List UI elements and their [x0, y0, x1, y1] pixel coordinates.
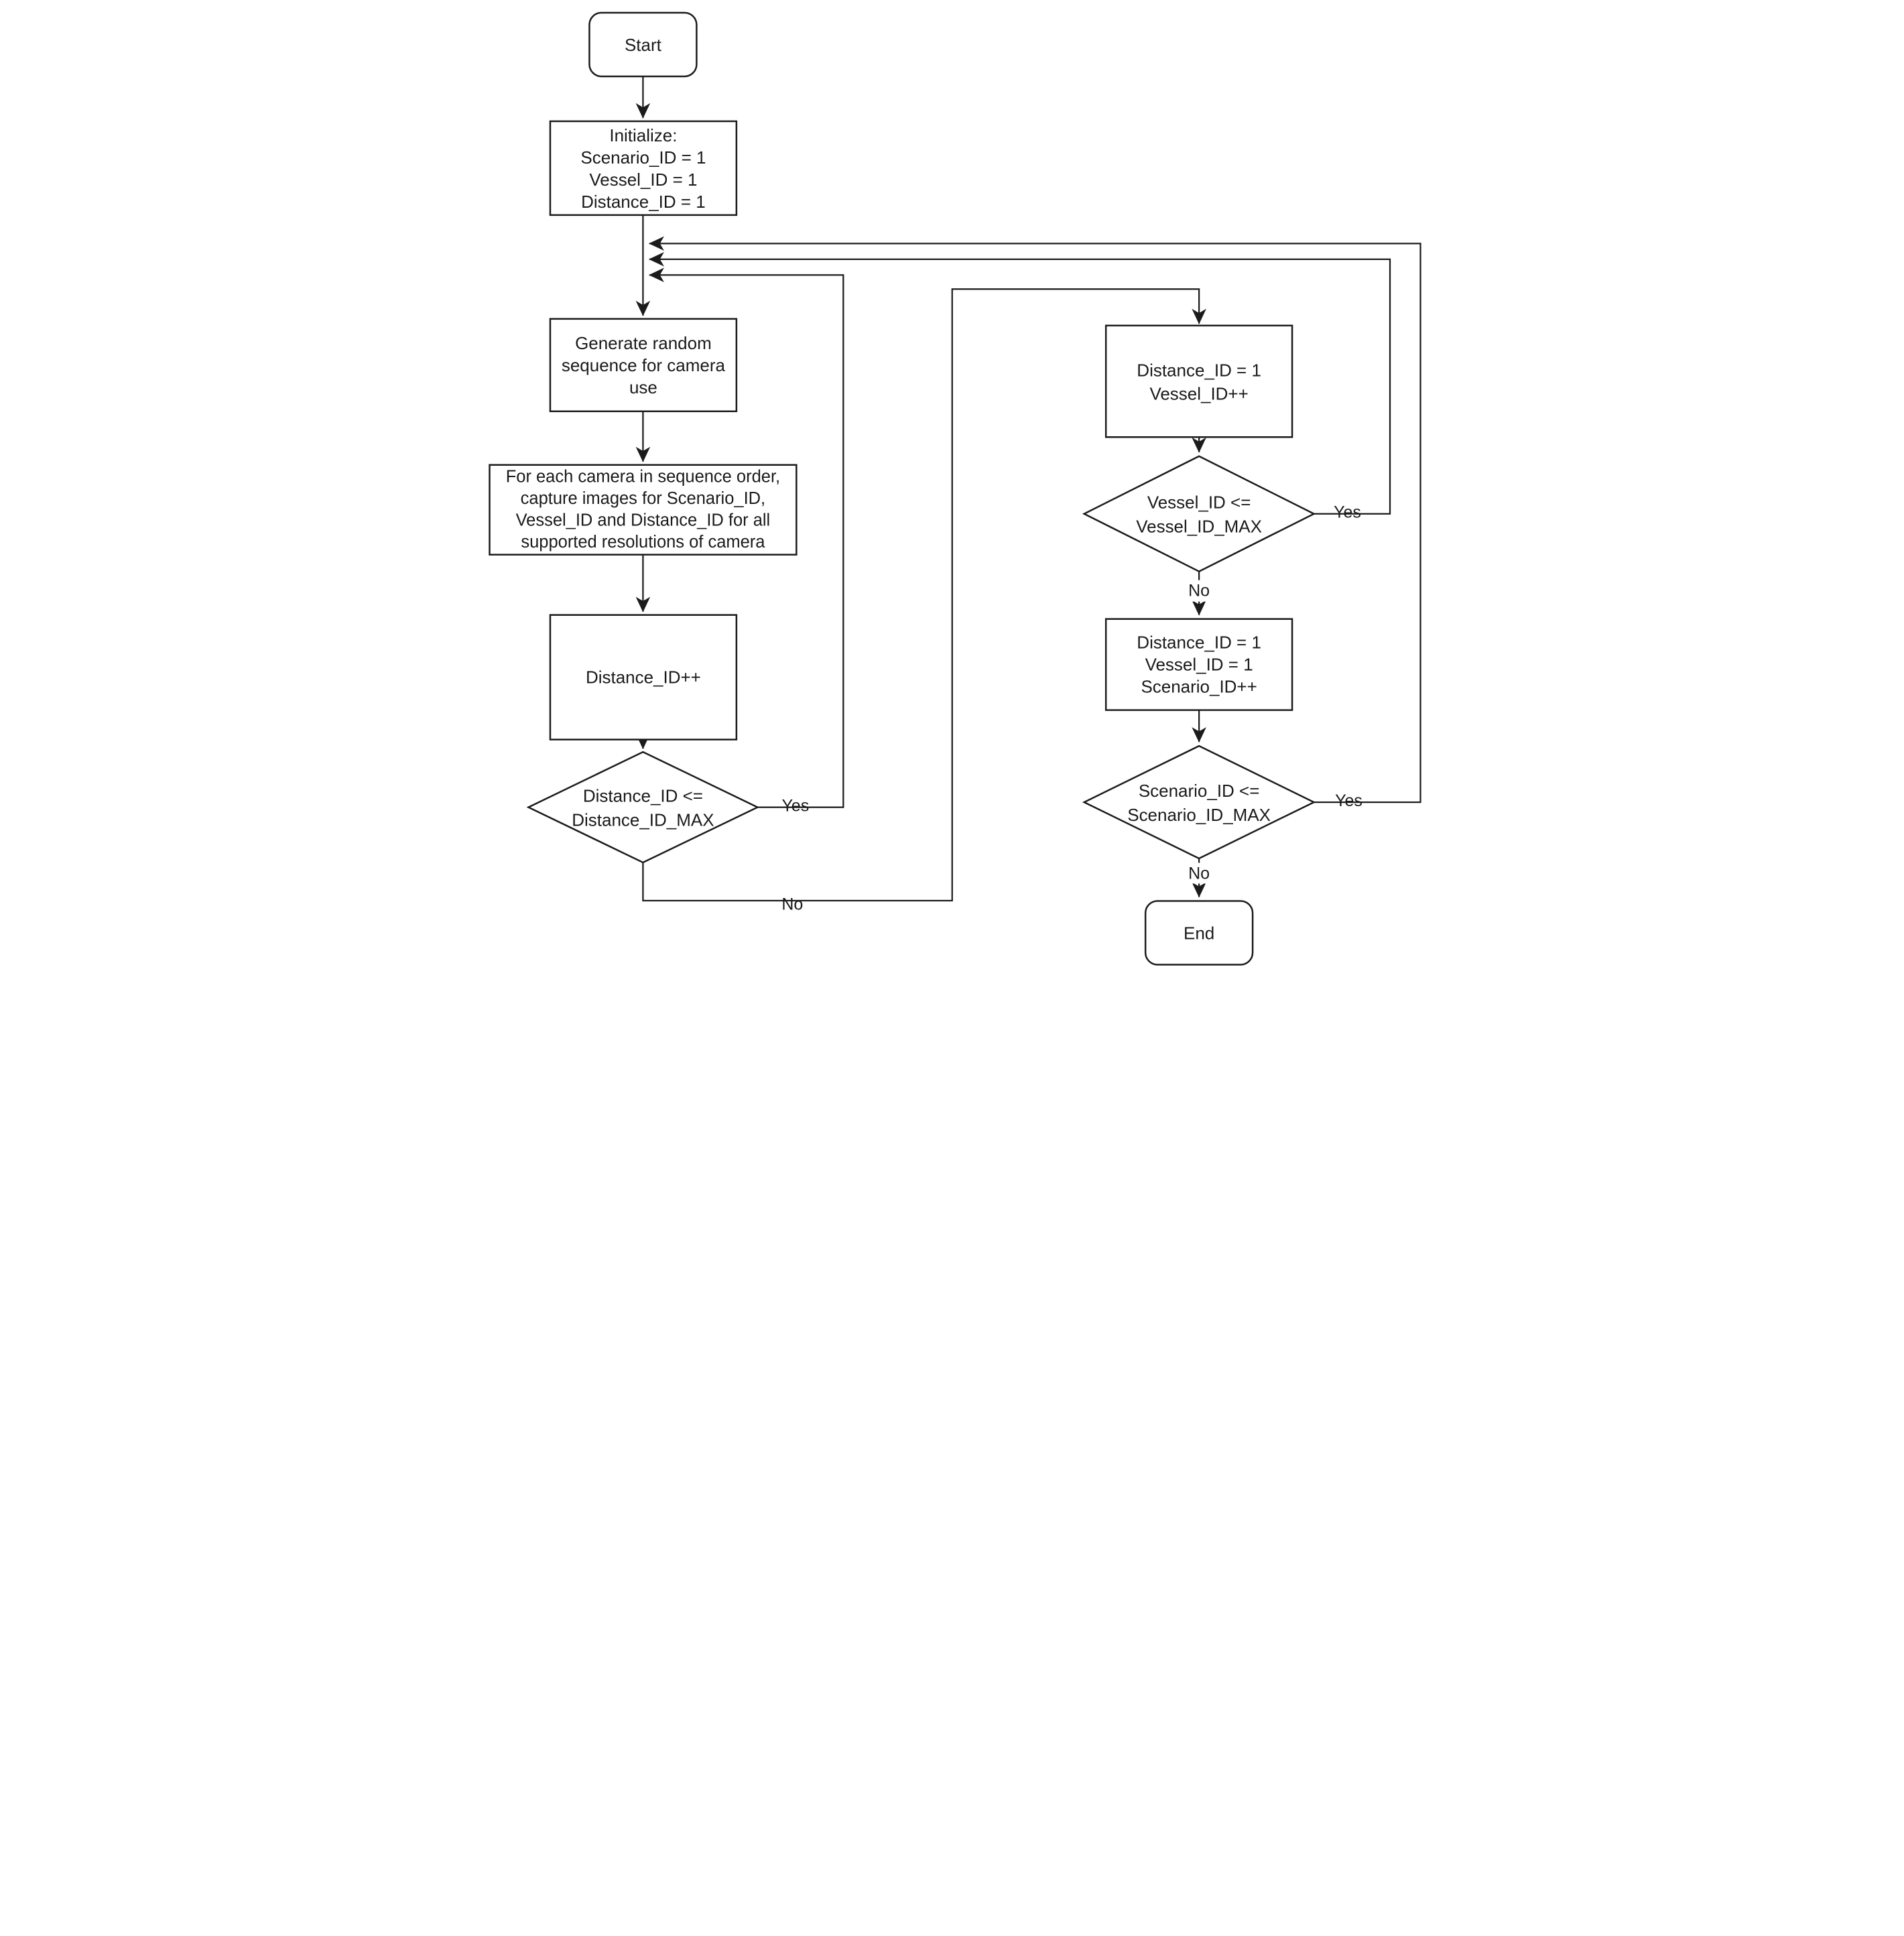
vessel-check-shape — [1082, 455, 1316, 573]
flowchart-canvas: Start Initialize: Scenario_ID = 1 Vessel… — [476, 0, 1428, 968]
generate-sequence-line: use — [629, 377, 657, 397]
scenario-check-node: Scenario_ID <= Scenario_ID_MAX — [1082, 745, 1316, 860]
edge-distance-yes-loop — [648, 267, 844, 808]
distance-check-shape — [526, 751, 759, 864]
distance-increment-node: Distance_ID++ — [549, 614, 737, 740]
start-shape — [588, 11, 698, 78]
scenario-increment-line: Vessel_ID = 1 — [1145, 655, 1253, 675]
distance-check-line: Distance_ID_MAX — [572, 810, 714, 830]
end-label: End — [1184, 923, 1214, 944]
edge-scenario-yes-loop — [648, 236, 1421, 803]
scenario-check-shape — [1082, 745, 1316, 860]
generate-sequence-line: sequence for camera — [561, 355, 725, 375]
capture-images-line: capture images for Scenario_ID, — [520, 489, 765, 508]
capture-images-line: supported resolutions of camera — [521, 533, 765, 552]
flowchart-page: Start Initialize: Scenario_ID = 1 Vessel… — [476, 0, 1428, 968]
start-label: Start — [624, 35, 661, 55]
edge-label-layer: Yes No Yes No Yes No — [781, 503, 1362, 914]
vessel-check-node: Vessel_ID <= Vessel_ID_MAX — [1082, 455, 1316, 573]
end-shape — [1144, 900, 1253, 966]
initialize-line: Distance_ID = 1 — [581, 192, 706, 212]
scenario-check-line: Scenario_ID <= — [1138, 781, 1259, 801]
scenario-increment-line: Distance_ID = 1 — [1137, 633, 1261, 653]
distance-check-line: Distance_ID <= — [582, 786, 702, 806]
vessel-increment-line: Distance_ID = 1 — [1137, 360, 1261, 380]
distance-check-node: Distance_ID <= Distance_ID_MAX — [526, 751, 759, 864]
distance-increment-shape — [549, 614, 737, 740]
initialize-line: Scenario_ID = 1 — [580, 147, 706, 168]
capture-images-line: Vessel_ID and Distance_ID for all — [515, 511, 770, 530]
initialize-shape — [549, 120, 737, 216]
vessel-increment-line: Vessel_ID++ — [1149, 383, 1248, 403]
capture-images-node: For each camera in sequence order, captu… — [488, 464, 798, 556]
distance-yes-label: Yes — [781, 797, 809, 816]
distance-increment-line: Distance_ID++ — [585, 667, 700, 688]
scenario-no-label: No — [1188, 864, 1210, 883]
vessel-no-label: No — [1188, 582, 1210, 600]
initialize-line: Vessel_ID = 1 — [589, 170, 697, 190]
generate-sequence-line: Generate random — [575, 333, 712, 353]
scenario-increment-shape — [1104, 618, 1293, 711]
vessel-increment-node: Distance_ID = 1 Vessel_ID++ — [1104, 324, 1293, 438]
scenario-increment-line: Scenario_ID++ — [1141, 677, 1257, 697]
generate-sequence-shape — [549, 318, 737, 413]
start-node: Start — [588, 11, 698, 78]
vessel-yes-label: Yes — [1334, 503, 1361, 522]
capture-images-shape — [488, 464, 798, 556]
scenario-increment-node: Distance_ID = 1 Vessel_ID = 1 Scenario_I… — [1104, 618, 1293, 711]
initialize-line: Initialize: — [609, 125, 677, 145]
distance-no-label: No — [781, 895, 803, 914]
edge-vessel-yes-loop — [648, 252, 1391, 515]
vessel-check-line: Vessel_ID <= — [1147, 493, 1251, 513]
initialize-node: Initialize: Scenario_ID = 1 Vessel_ID = … — [549, 120, 737, 216]
scenario-check-line: Scenario_ID_MAX — [1127, 805, 1271, 825]
vessel-increment-shape — [1104, 324, 1293, 438]
end-node: End — [1144, 900, 1253, 966]
vessel-no-label-bg — [1182, 580, 1216, 602]
generate-sequence-node: Generate random sequence for camera use — [549, 318, 737, 413]
edge-distance-no-route — [641, 288, 1206, 902]
capture-images-line: For each camera in sequence order, — [505, 468, 779, 487]
scenario-yes-label: Yes — [1335, 791, 1362, 810]
scenario-no-label-bg — [1182, 862, 1216, 884]
vessel-check-line: Vessel_ID_MAX — [1136, 517, 1262, 537]
